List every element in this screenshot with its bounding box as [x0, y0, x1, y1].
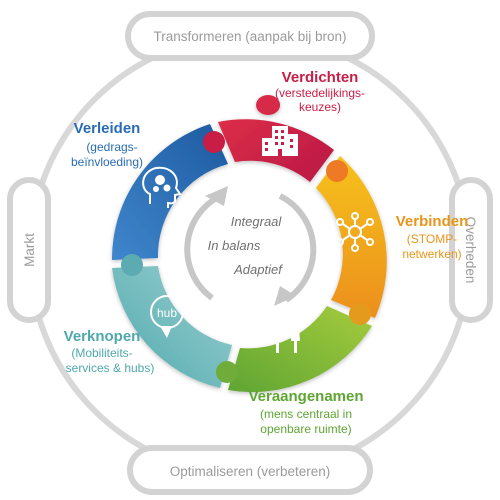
label-verleiden-sub1: (gedrags-	[86, 140, 137, 154]
label-verdichten-sub1: (verstedelijkings-	[275, 86, 365, 100]
label-verdichten-sub2: keuzes)	[299, 100, 341, 114]
head-gears-icon	[142, 166, 182, 208]
hub-icon-label: hub	[157, 306, 177, 320]
label-veraangenamen-title: Veraangenamen	[248, 388, 363, 405]
label-verleiden-sub2: beïnvloeding)	[71, 155, 143, 169]
ring-label-right: Overheden	[463, 217, 478, 284]
label-verleiden-title: Verleiden	[74, 120, 141, 137]
label-verbinden-sub2: netwerken)	[402, 247, 461, 261]
tab-teal-blue	[121, 254, 143, 276]
label-veraangenamen-sub2: openbare ruimte)	[260, 422, 351, 436]
label-verbinden-sub1: (STOMP-	[407, 232, 457, 246]
center-integraal: Integraal	[231, 214, 283, 229]
hub-icon: hub	[150, 295, 184, 338]
center-adaptief: Adaptief	[233, 262, 283, 277]
cycle-arrow-left-head	[205, 186, 228, 206]
label-verknopen-sub2: services & hubs)	[66, 361, 155, 375]
tab-red-orange	[326, 160, 348, 182]
center-in-balans: In balans	[208, 238, 261, 253]
top-pill	[125, 11, 375, 61]
right-pill	[449, 177, 493, 323]
ring-label-left: Markt	[22, 233, 37, 267]
cycle-arrow-right-head	[274, 286, 296, 306]
ring-label-top: Transformeren (aanpak bij bron)	[153, 29, 346, 44]
tab-orange-green	[349, 303, 371, 325]
label-verknopen-sub1: (Mobiliteits-	[71, 346, 132, 360]
label-verbinden-title: Verbinden	[396, 213, 469, 230]
label-verdichten-title: Verdichten	[282, 69, 359, 86]
cycle-arrow-right	[278, 193, 317, 303]
segment-verleiden[interactable]	[111, 124, 228, 260]
cycle-arrow-left	[184, 193, 222, 301]
tab-green-teal	[216, 361, 238, 383]
left-pill	[7, 177, 51, 323]
ring-label-bottom: Optimaliseren (verbeteren)	[170, 464, 331, 479]
buildings-icon	[262, 126, 298, 156]
tab-blue-red	[203, 131, 225, 153]
label-verknopen-title: Verknopen	[64, 328, 141, 345]
people-icon	[265, 316, 307, 353]
network-icon	[336, 212, 374, 252]
bottom-pill	[127, 445, 373, 495]
label-veraangenamen-sub1: (mens centraal in	[260, 407, 352, 421]
segment-veraangenamen[interactable]	[228, 306, 372, 393]
